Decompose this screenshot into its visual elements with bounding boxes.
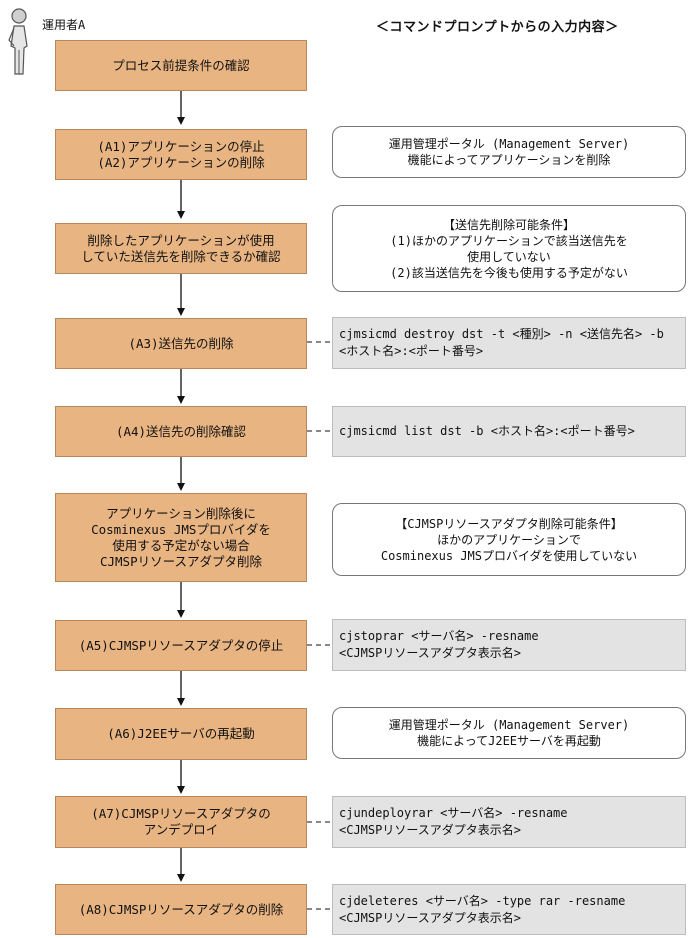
step-text: (A5)CJMSPリソースアダプタの停止 xyxy=(78,637,284,653)
note-text: Cosminexus JMSプロバイダを使用していない xyxy=(380,548,638,563)
command-text: <CJMSPリソースアダプタ表示名> xyxy=(339,910,521,925)
step-text: 使用する予定がない場合 xyxy=(112,537,250,553)
step-text: Cosminexus JMSプロバイダを xyxy=(91,521,271,537)
step-text: (A7)CJMSPリソースアダプタの xyxy=(91,806,271,821)
step-delete-adapter: (A8)CJMSPリソースアダプタの削除 xyxy=(55,884,307,935)
step-undeploy-adapter: (A7)CJMSPリソースアダプタの アンデプロイ xyxy=(55,796,307,848)
operator-label: 運用者A xyxy=(42,18,86,32)
note-text: (2)該当送信先を今後も使用する予定がない xyxy=(390,265,628,280)
note-adapter-delete-conditions: 【CJMSPリソースアダプタ削除可能条件】 ほかのアプリケーションで Cosmi… xyxy=(332,503,686,576)
step-text: アンデプロイ xyxy=(143,822,219,837)
step-text: (A1)アプリケーションの停止 xyxy=(97,138,265,154)
note-text: 機能によってJ2EEサーバを再起動 xyxy=(417,734,601,748)
step-stop-adapter: (A5)CJMSPリソースアダプタの停止 xyxy=(55,620,307,671)
note-text: 運用管理ポータル (Management Server) xyxy=(388,718,630,732)
note-management-portal-restart: 運用管理ポータル (Management Server) 機能によってJ2EEサ… xyxy=(332,707,686,759)
note-text: 【CJMSPリソースアダプタ削除可能条件】 xyxy=(395,516,623,531)
command-list-dst: cjmsicmd list dst -b <ホスト名>:<ポート番号> xyxy=(332,406,686,457)
step-text: CJMSPリソースアダプタ削除 xyxy=(99,553,262,569)
step-adapter-delete-condition: アプリケーション削除後に Cosminexus JMSプロバイダを 使用する予定… xyxy=(55,493,307,582)
step-delete-destination: (A3)送信先の削除 xyxy=(55,318,307,369)
command-text: cjmsicmd destroy dst -t <種別> -n <送信先名> -… xyxy=(339,327,664,341)
step-stop-delete-app: (A1)アプリケーションの停止 (A2)アプリケーションの削除 xyxy=(55,129,307,180)
step-text: (A2)アプリケーションの削除 xyxy=(97,154,265,170)
note-text: 運用管理ポータル (Management Server) xyxy=(388,137,630,151)
command-undeployrar: cjundeployrar <サーバ名> -resname <CJMSPリソース… xyxy=(332,796,686,848)
person-icon xyxy=(8,8,28,75)
step-confirm-destination-deleted: (A4)送信先の削除確認 xyxy=(55,406,307,457)
command-text: <ホスト名>:<ポート番号> xyxy=(339,344,484,358)
step-text: (A6)J2EEサーバの再起動 xyxy=(107,726,255,741)
command-destroy-dst: cjmsicmd destroy dst -t <種別> -n <送信先名> -… xyxy=(332,317,686,369)
note-text: ほかのアプリケーションで xyxy=(437,532,581,547)
note-destination-delete-conditions: 【送信先削除可能条件】 (1)ほかのアプリケーションで該当送信先を 使用していな… xyxy=(332,205,686,292)
step-text: していた送信先を削除できるか確認 xyxy=(81,248,281,264)
command-text: cjstoprar <サーバ名> -resname xyxy=(339,629,539,643)
step-text: アプリケーション削除後に xyxy=(106,505,256,521)
step-text: (A4)送信先の削除確認 xyxy=(115,423,247,439)
step-check-destination: 削除したアプリケーションが使用 していた送信先を削除できるか確認 xyxy=(55,223,307,274)
command-text: cjdeleteres <サーバ名> -type rar -resname xyxy=(339,893,626,908)
command-deleteres: cjdeleteres <サーバ名> -type rar -resname <C… xyxy=(332,884,686,935)
command-text: <CJMSPリソースアダプタ表示名> xyxy=(339,823,521,837)
step-text: 削除したアプリケーションが使用 xyxy=(87,232,275,248)
command-text: cjmsicmd list dst -b <ホスト名>:<ポート番号> xyxy=(339,424,635,438)
note-text: 機能によってアプリケーションを削除 xyxy=(407,153,611,167)
step-text: (A8)CJMSPリソースアダプタの削除 xyxy=(78,901,284,917)
command-stoprar: cjstoprar <サーバ名> -resname <CJMSPリソースアダプタ… xyxy=(332,619,686,671)
note-text: 使用していない xyxy=(467,249,551,264)
note-management-portal-delete: 運用管理ポータル (Management Server) 機能によってアプリケー… xyxy=(332,126,686,178)
step-text: プロセス前提条件の確認 xyxy=(112,57,250,73)
note-text: (1)ほかのアプリケーションで該当送信先を xyxy=(390,233,628,248)
command-text: <CJMSPリソースアダプタ表示名> xyxy=(339,646,521,660)
command-text: cjundeployrar <サーバ名> -resname xyxy=(339,806,568,820)
step-restart-j2ee-server: (A6)J2EEサーバの再起動 xyxy=(55,708,307,760)
commands-header: ＜コマンドプロンプトからの入力内容＞ xyxy=(376,20,619,35)
step-prerequisite-check: プロセス前提条件の確認 xyxy=(55,40,307,91)
step-text: (A3)送信先の削除 xyxy=(128,335,234,351)
note-text: 【送信先削除可能条件】 xyxy=(442,217,575,232)
